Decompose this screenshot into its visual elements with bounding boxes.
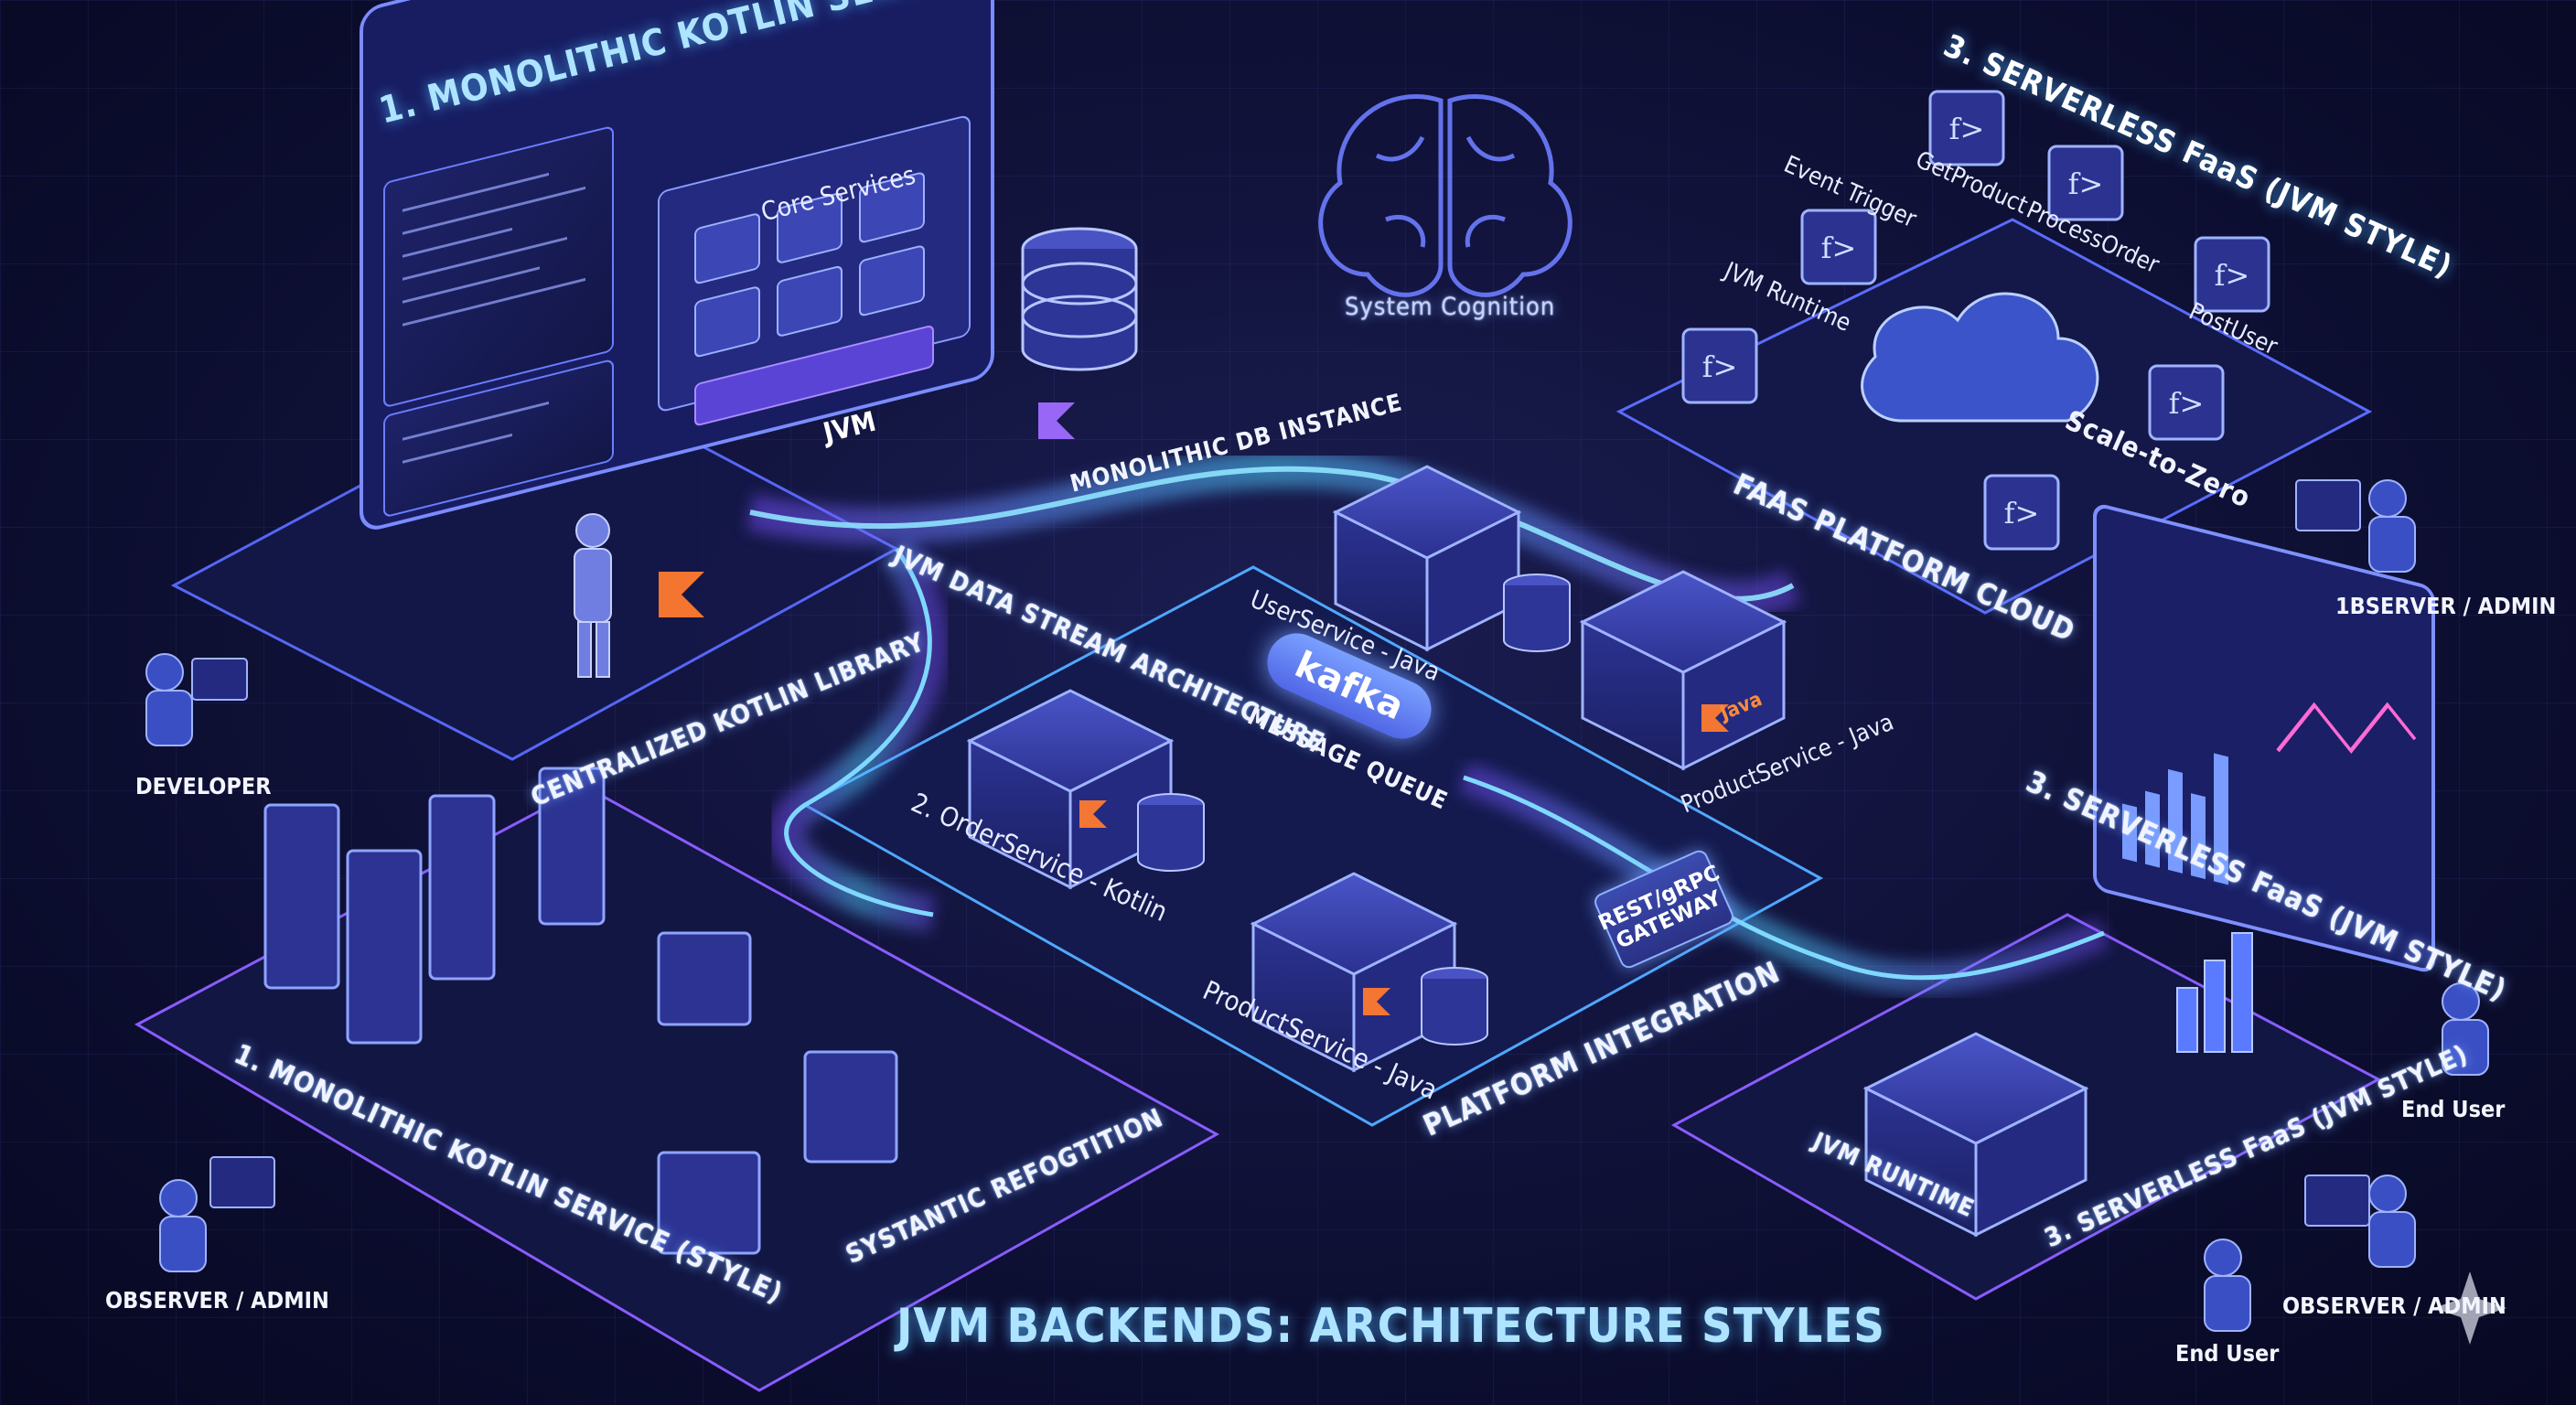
- function-glyph-1: f>: [1949, 112, 1985, 146]
- service-box-product-top: [1579, 570, 1787, 771]
- kotlin-logo: [659, 402, 1729, 1015]
- container-unit: [1862, 1032, 2089, 1238]
- service-box-order: [966, 689, 1175, 890]
- role-observer-right-top: 1BSERVER / ADMIN: [2335, 593, 2557, 619]
- dashboard-panel: [2093, 504, 2435, 972]
- role-end-user-bottom: End User: [2175, 1340, 2280, 1367]
- brain-icon: [1318, 94, 1572, 297]
- person-end-user-right: [2442, 982, 2489, 1076]
- faas-cloud: [1861, 292, 2099, 423]
- db-order: [1137, 793, 1205, 872]
- function-glyph-3: f>: [2215, 258, 2250, 293]
- system-cognition-label: System Cognition: [1345, 293, 1556, 321]
- role-observer-left: OBSERVER / ADMIN: [105, 1287, 329, 1314]
- data-stream-right-core: [1463, 775, 2105, 981]
- function-glyph-5: f>: [2169, 386, 2205, 421]
- function-glyph-6: f>: [2004, 496, 2040, 531]
- person-developer: [145, 653, 248, 746]
- server-racks: [263, 767, 898, 1255]
- monolith-window: [360, 0, 994, 530]
- role-observer-right-bottom: OBSERVER / ADMIN: [2282, 1292, 2506, 1319]
- db-product-bottom: [1421, 967, 1488, 1046]
- role-developer: DEVELOPER: [135, 773, 272, 799]
- function-glyph-4: f>: [1702, 349, 1738, 384]
- person-observer-right-bottom: [2304, 1174, 2416, 1268]
- monolithic-db: [1021, 227, 1138, 371]
- role-end-user-right: End User: [2401, 1096, 2506, 1122]
- main-title: JVM BACKENDS: ARCHITECTURE STYLES: [896, 1299, 1885, 1354]
- function-glyph-0: f>: [1821, 231, 1857, 265]
- person-observer-right-top: [2295, 479, 2416, 573]
- person-end-user-bottom: [2204, 1239, 2251, 1332]
- faas-function-tiles: [1681, 90, 2270, 551]
- service-box-product-bottom: [1250, 872, 1458, 1073]
- sparkle-icon: [2433, 1271, 2506, 1345]
- data-stream-down-core: [784, 547, 934, 917]
- bar-chart-3d: [2176, 932, 2253, 1053]
- db-user: [1503, 574, 1571, 652]
- function-glyph-2: f>: [2068, 166, 2104, 201]
- person-observer-left: [159, 1156, 275, 1272]
- service-box-user: [1332, 465, 1522, 652]
- robot-figure: [574, 513, 612, 678]
